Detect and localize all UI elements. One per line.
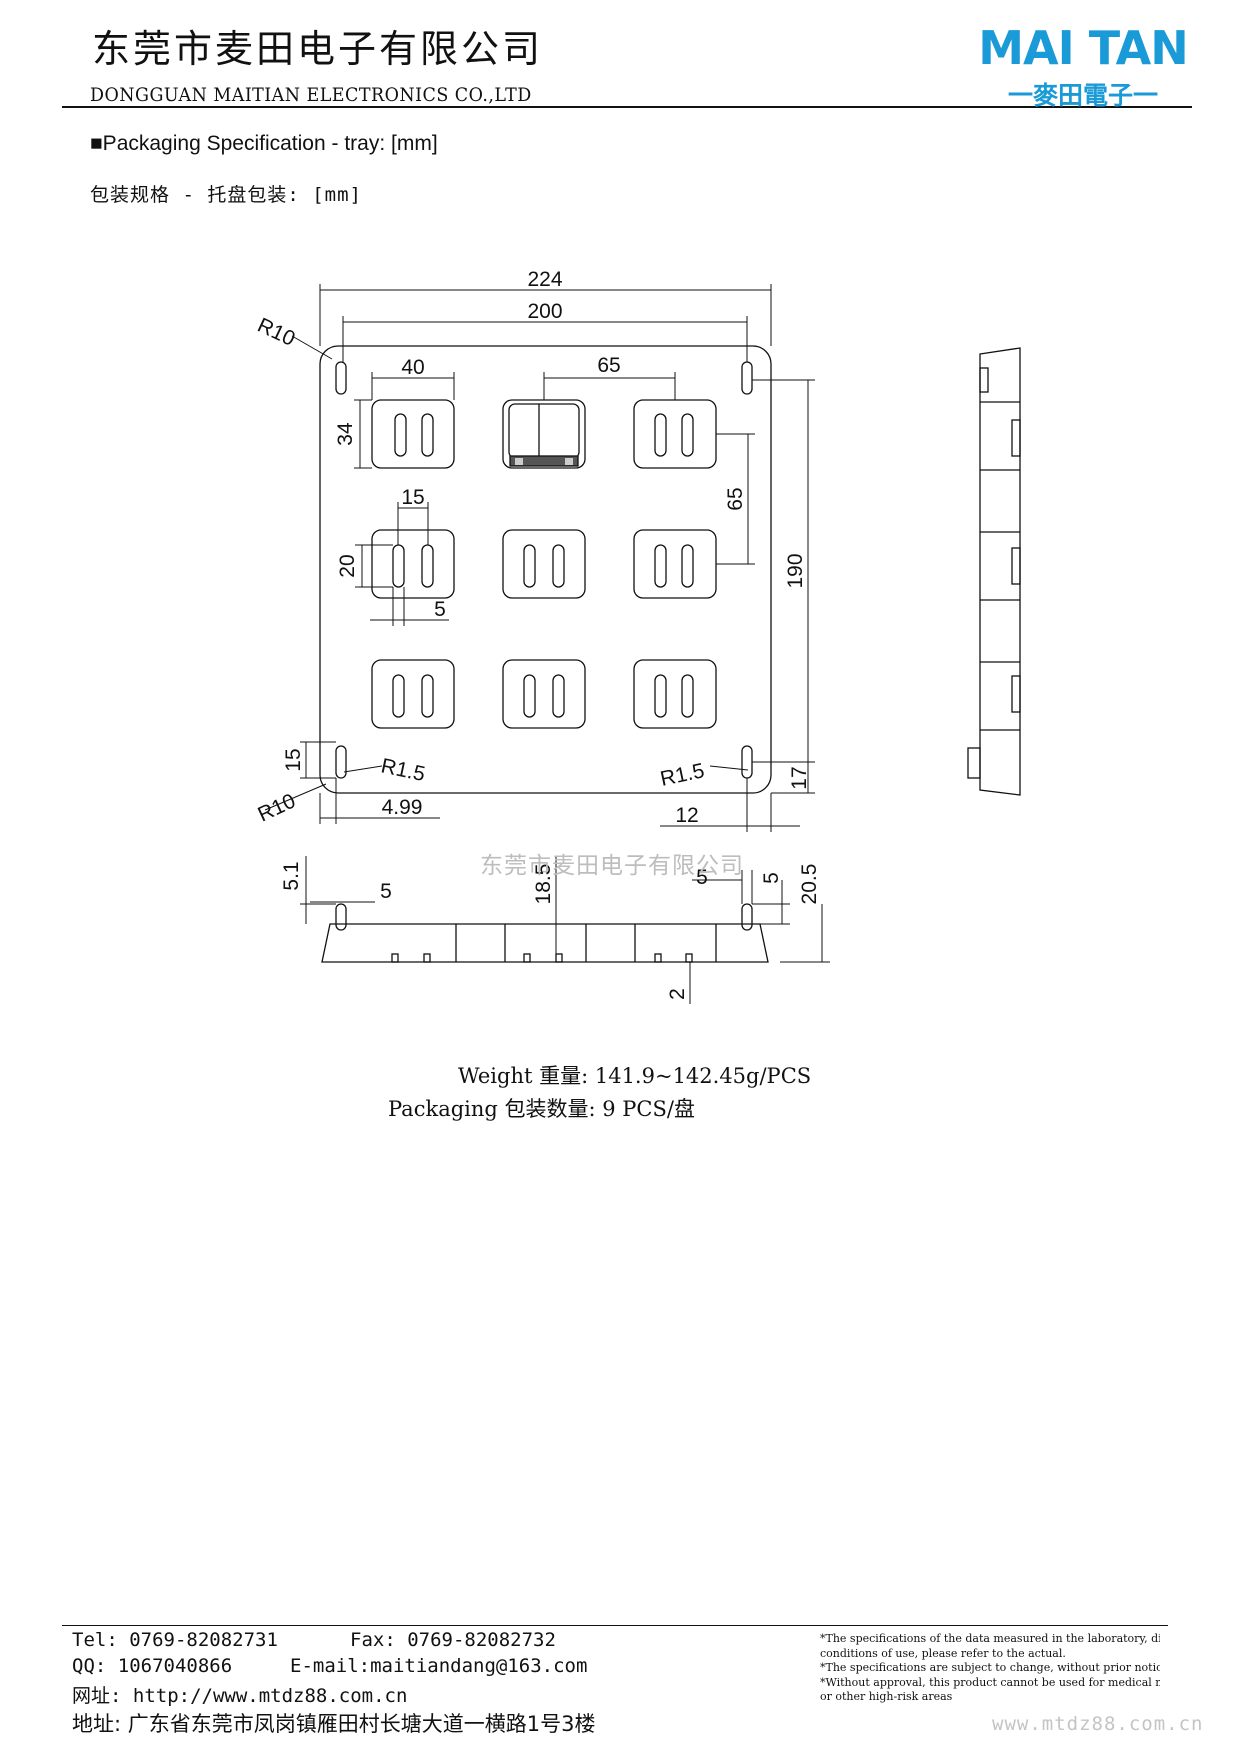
note-line: or other high-risk areas [820,1690,953,1703]
dim-r10-top: R10 [254,314,299,351]
pocket [633,659,717,729]
dim-r15-left: R1.5 [379,754,427,786]
dim-20-5: 20.5 [798,864,821,905]
company-name-cn: 东莞市麦田电子有限公司 [92,27,544,71]
note-line: *The specifications of the data measured… [820,1632,1160,1645]
pocket [633,399,717,469]
dim-5-side-left: 5 [380,880,392,903]
pocket [502,529,586,599]
dim-65-y: 65 [724,487,747,510]
corner-hole [741,745,753,779]
pocket [371,529,455,599]
watermark: 东莞市麦田电子有限公司 [480,853,744,879]
note-line: *The specifications are subject to chang… [820,1661,1160,1674]
dim-200: 200 [527,300,562,323]
dim-5-side-right: 5 [696,866,708,889]
footer-website[interactable]: 网址: http://www.mtdz88.com.cn [72,1685,408,1707]
company-name-en: DONGGUAN MAITIAN ELECTRONICS CO.,LTD [90,84,532,106]
weight-spec: Weight 重量: 141.9~142.45g/PCS [458,1064,812,1088]
footer-tel: Tel: 0769-82082731 [72,1629,278,1651]
site-watermark: www.mtdz88.com.cn [992,1713,1204,1735]
dim-5-1: 5.1 [280,861,303,890]
footer-address: 地址: 广东省东莞市凤岗镇雁田村长塘大道一横路1号3楼 [72,1712,596,1736]
dim-5-slot: 5 [434,598,446,621]
footer-divider [62,1625,1168,1626]
dim-499: 4.99 [382,796,423,819]
dim-12: 12 [675,804,698,827]
pocket [371,399,455,469]
corner-hole [335,361,347,395]
footer-qq: QQ: 1067040866 [72,1655,233,1677]
note-line: conditions of use, please refer to the a… [820,1646,1066,1660]
tray-front-view [300,856,830,1004]
dim-2: 2 [666,988,689,1000]
section-title-cn: 包装规格 - 托盘包装: [mm] [90,184,362,206]
pocket-with-part [502,399,586,469]
dim-65-x: 65 [597,354,620,377]
dim-40: 40 [401,356,424,379]
note-line: *Without approval, this product cannot b… [820,1675,1160,1689]
company-logo: MAI TAN 一麥田電子一 [978,21,1188,110]
footer-fax: Fax: 0769-82082732 [350,1629,556,1651]
footer-email[interactable]: E-mail:maitiandang@163.com [290,1655,588,1677]
pocket [502,659,586,729]
dim-15-corner: 15 [282,748,305,771]
section-title-en: ■Packaging Specification - tray: [mm] [90,132,438,155]
header-divider [62,106,1192,108]
footer-notes: *The specifications of the data measured… [820,1632,1160,1705]
pocket [633,529,717,599]
packaging-quantity: Packaging 包装数量: 9 PCS/盘 [388,1097,695,1121]
dim-r15-right: R1.5 [658,759,706,791]
dim-190: 190 [784,553,807,588]
dim-15-slot: 15 [401,486,424,509]
logo-text: MAI TAN [978,21,1187,75]
dim-5-side-vert: 5 [760,872,783,884]
corner-hole [335,745,347,779]
dim-18-5: 18.5 [532,864,555,905]
tray-side-view [967,347,1021,796]
dim-17: 17 [788,766,811,789]
dim-224: 224 [527,268,562,291]
dim-34: 34 [334,422,357,446]
pocket [371,659,455,729]
dim-r10-bottom: R10 [254,789,299,826]
tray-outline [319,345,772,794]
corner-hole [741,361,753,395]
dim-20: 20 [336,554,359,577]
logo-subtext: 一麥田電子一 [1008,81,1158,110]
